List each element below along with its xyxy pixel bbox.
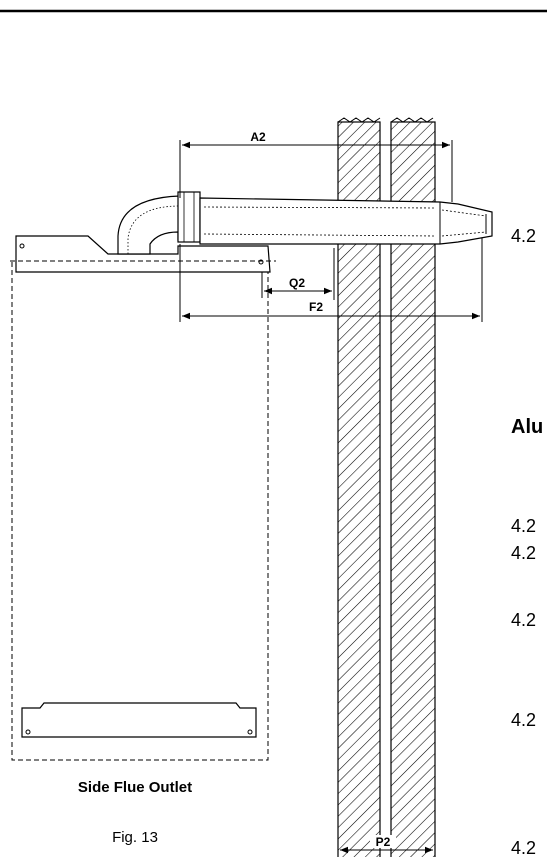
flue-pipe [199, 197, 493, 245]
dim-f2-label: F2 [309, 300, 323, 314]
bottom-panel [21, 702, 257, 738]
wall-outer-leaf-lower [337, 239, 381, 857]
wall-inner-leaf-lower [390, 239, 436, 857]
side-clause-1: 4.2 [511, 226, 537, 246]
dim-q2-label: Q2 [289, 276, 305, 290]
flue-assembly [117, 191, 493, 255]
side-clause-2: 4.2 [511, 516, 537, 536]
boiler-body [11, 262, 269, 761]
dim-a2-label: A2 [250, 130, 266, 144]
side-clause-6: 4.2 [511, 838, 537, 858]
boiler [10, 235, 276, 761]
side-clause-3: 4.2 [511, 543, 537, 563]
wall-outer-leaf-upper [337, 121, 381, 203]
elbow-clamp [177, 191, 201, 243]
side-clause-5: 4.2 [511, 710, 537, 730]
side-heading: Alu [511, 416, 544, 438]
figure-number: Fig. 13 [112, 829, 158, 846]
side-clause-4: 4.2 [511, 610, 537, 630]
dim-p2-label: P2 [376, 835, 391, 849]
figure-title: Side Flue Outlet [77, 779, 193, 796]
dimension-lines [179, 140, 483, 854]
wall-inner-leaf-upper [390, 121, 436, 203]
